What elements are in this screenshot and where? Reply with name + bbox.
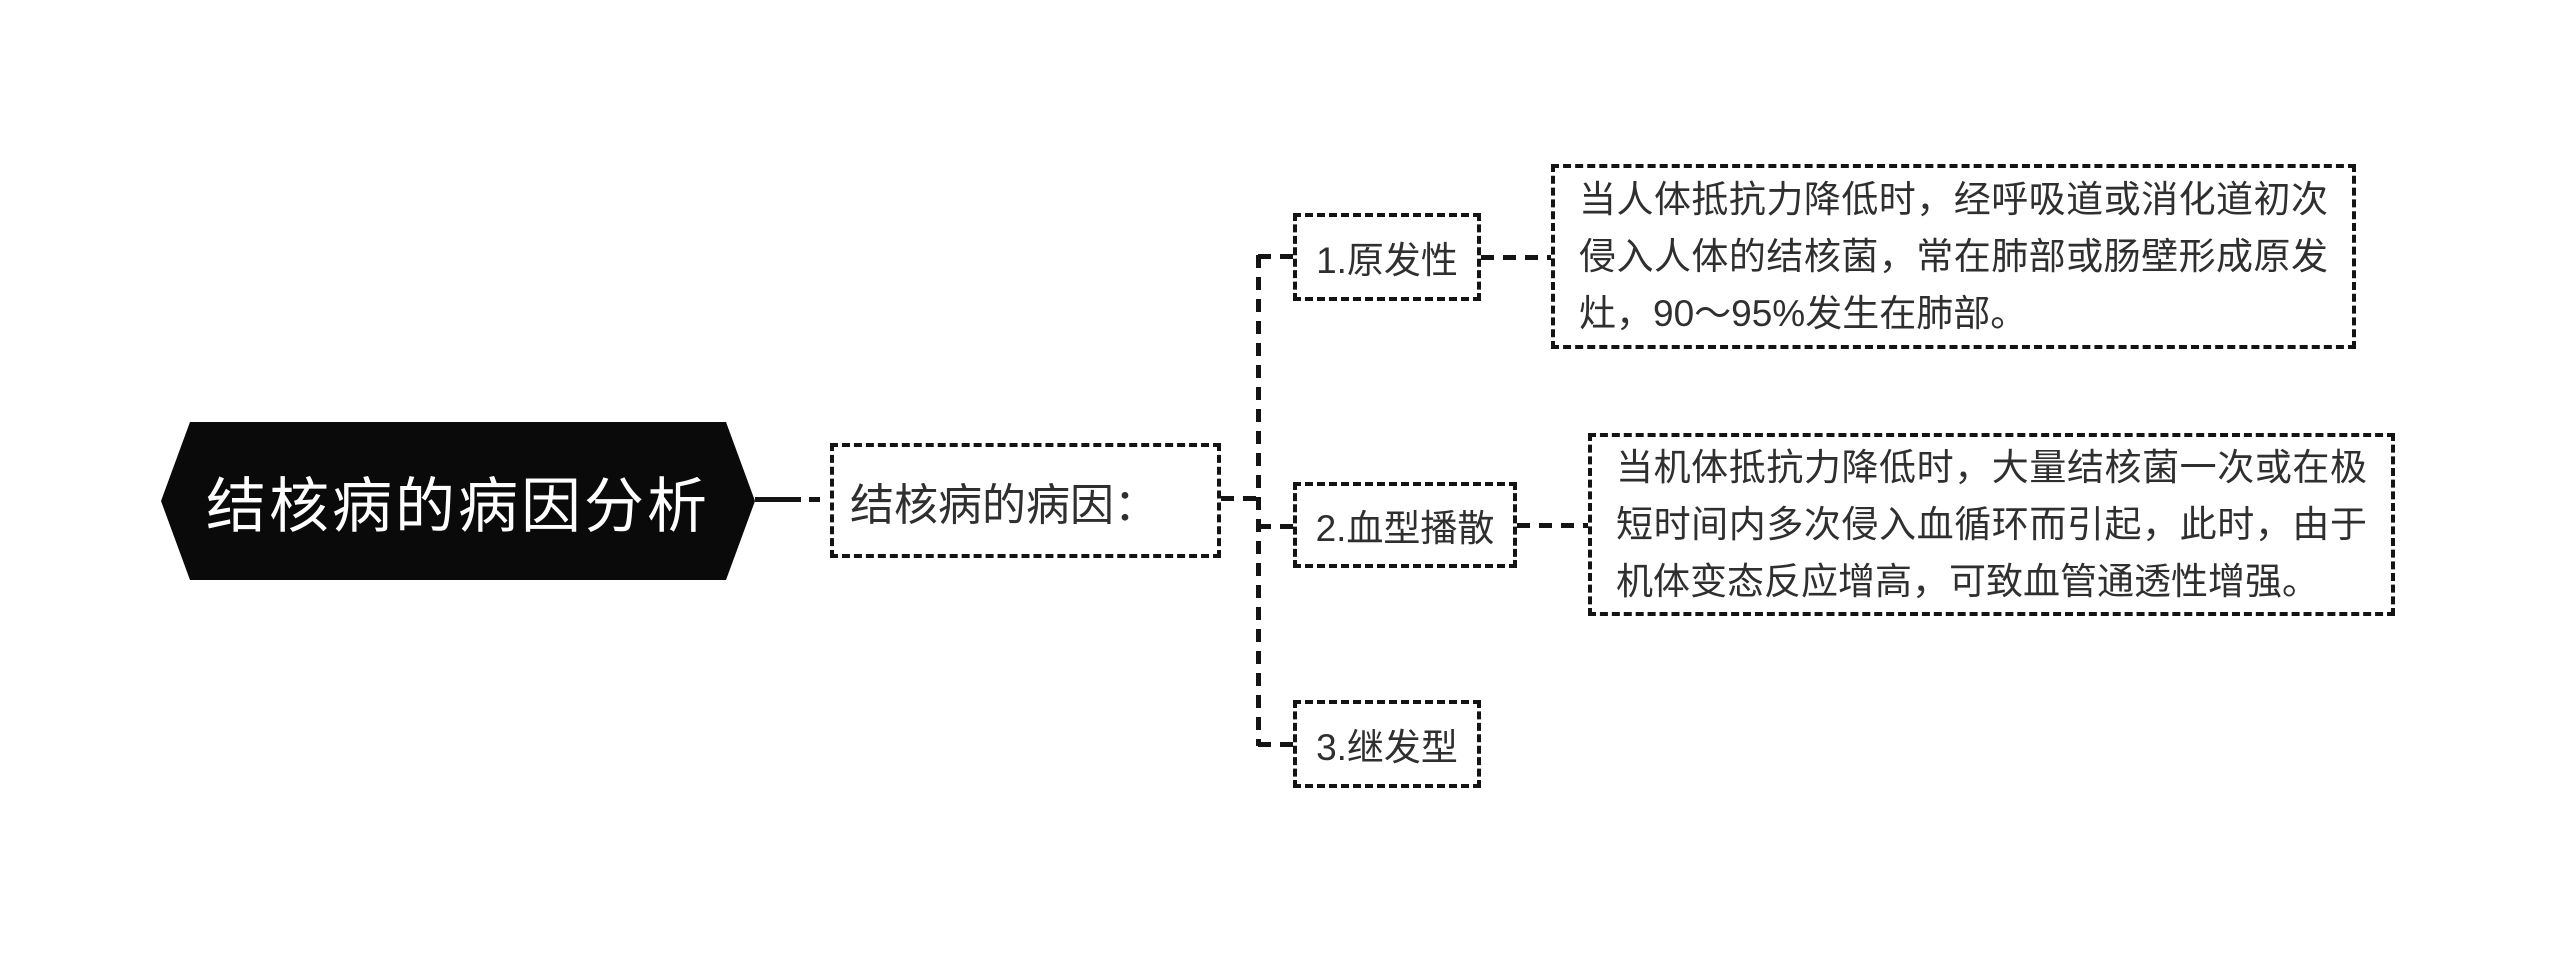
connector-root-to-center	[755, 497, 828, 502]
connector-branch-2-to-description	[1517, 523, 1588, 528]
connector-trunk-to-branch-3	[1258, 742, 1293, 747]
branch-node-primary: 1.原发性	[1293, 213, 1481, 301]
center-node-label: 结核病的病因：	[850, 480, 1158, 530]
description-text-hematogenous: 当机体抵抗力降低时，大量结核菌一次或在极短时间内多次侵入血循环而引起，此时，由于…	[1616, 447, 2367, 602]
connector-trunk-to-branch-2	[1258, 524, 1293, 529]
connector-center-to-trunk	[1221, 496, 1259, 501]
description-text-primary: 当人体抵抗力降低时，经呼吸道或消化道初次侵入人体的结核菌，常在肺部或肠壁形成原发…	[1579, 179, 2328, 334]
description-box-primary: 当人体抵抗力降低时，经呼吸道或消化道初次侵入人体的结核菌，常在肺部或肠壁形成原发…	[1551, 164, 2356, 349]
branch-node-hematogenous-label: 2.血型播散	[1315, 508, 1495, 549]
branch-node-primary-label: 1.原发性	[1316, 240, 1458, 281]
branch-node-secondary-label: 3.继发型	[1316, 727, 1458, 768]
connector-branch-1-to-description	[1481, 255, 1551, 260]
connector-trunk	[1256, 255, 1261, 746]
center-node: 结核病的病因：	[830, 443, 1221, 558]
branch-node-hematogenous: 2.血型播散	[1293, 482, 1517, 568]
description-box-hematogenous: 当机体抵抗力降低时，大量结核菌一次或在极短时间内多次侵入血循环而引起，此时，由于…	[1588, 433, 2395, 616]
connector-trunk-to-branch-1	[1258, 254, 1293, 259]
root-topic-node: 结核病的病因分析	[161, 422, 755, 580]
root-topic-label: 结核病的病因分析	[206, 472, 710, 540]
branch-node-secondary: 3.继发型	[1293, 700, 1481, 788]
